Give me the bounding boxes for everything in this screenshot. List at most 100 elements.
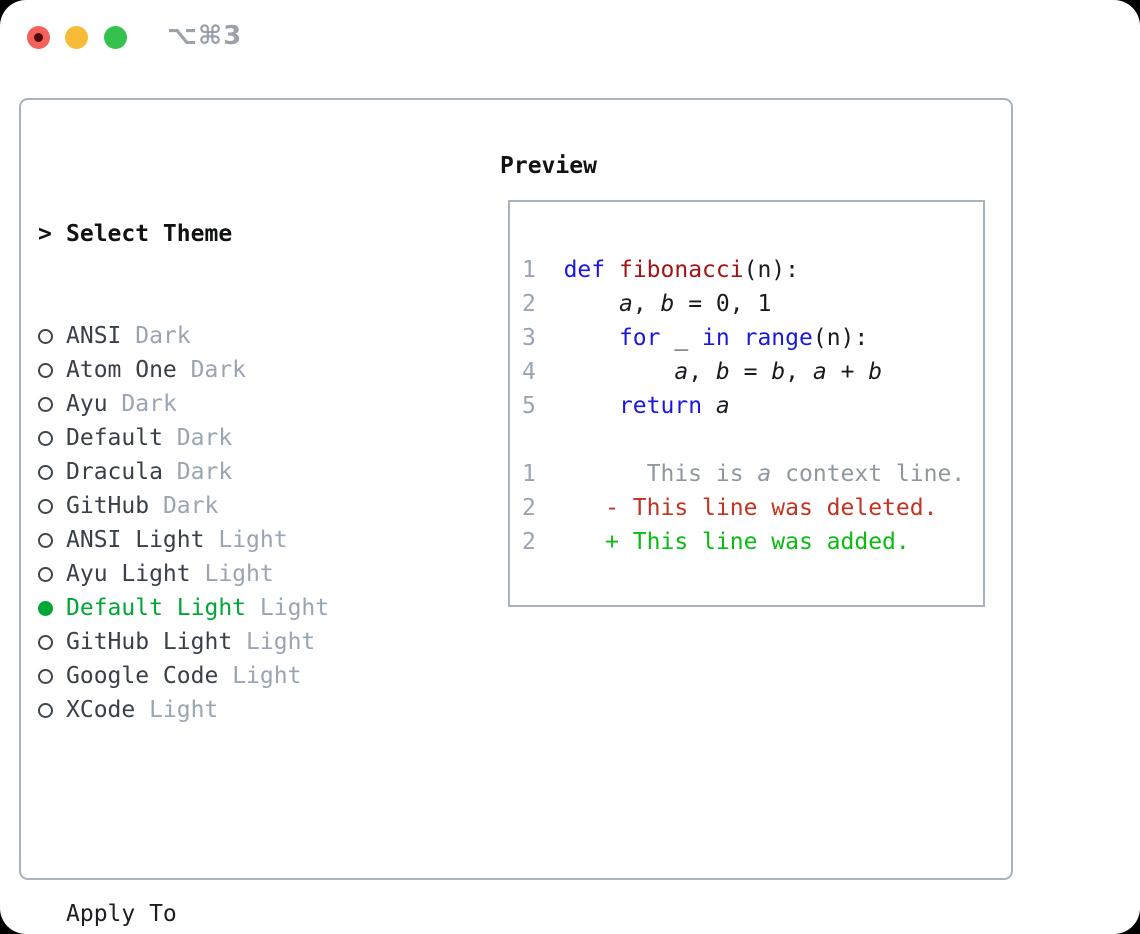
theme-option-google-code[interactable]: Google Code Light: [38, 659, 426, 693]
code-segment-plain: [702, 393, 716, 419]
code-segment-added: + This line was added.: [535, 529, 910, 555]
theme-option-ayu-light[interactable]: Ayu Light Light: [38, 557, 426, 591]
theme-option-github-light[interactable]: GitHub Light Light: [38, 625, 426, 659]
code-segment-variable: b: [660, 291, 675, 317]
theme-name: ANSI: [66, 323, 122, 349]
code-segment-plain: (n):: [812, 325, 869, 351]
code-segment-context-var: a: [757, 461, 772, 487]
code-segment-variable: a: [715, 393, 730, 419]
theme-variant-badge: Dark: [190, 357, 247, 383]
code-segment-plain: [536, 393, 619, 419]
code-segment-plain: ,: [785, 359, 813, 385]
radio-slot: [38, 489, 66, 523]
radio-icon: [38, 703, 53, 718]
theme-option-github[interactable]: GitHub Dark: [38, 489, 426, 523]
code-segment-keyword: def: [563, 257, 606, 283]
theme-name: ANSI Light: [66, 527, 205, 553]
code-segment-lineno: 3: [522, 325, 536, 351]
theme-option-ansi-light[interactable]: ANSI Light Light: [38, 523, 426, 557]
radio-icon: [38, 533, 53, 548]
theme-name: Atom One: [66, 357, 177, 383]
theme-option-atom-one[interactable]: Atom One Dark: [38, 353, 426, 387]
code-segment-keyword: return: [618, 393, 703, 419]
radio-slot: [38, 591, 66, 625]
radio-icon: [38, 499, 53, 514]
code-segment-keyword: in: [702, 325, 730, 351]
theme-name: Default: [66, 425, 163, 451]
theme-option-ayu[interactable]: Ayu Dark: [38, 387, 426, 421]
apply-to-header: Apply To: [38, 897, 426, 931]
theme-variant-badge: Dark: [176, 459, 233, 485]
radio-icon: [38, 431, 53, 446]
code-line: 2 a, b = 0, 1: [522, 287, 983, 321]
theme-variant-badge: Light: [232, 663, 302, 689]
theme-name: Ayu Light: [66, 561, 191, 587]
code-segment-variable: b: [868, 359, 883, 385]
theme-variant-badge: Light: [246, 629, 316, 655]
code-line: 1 def fibonacci(n):: [522, 253, 983, 287]
zoom-button[interactable]: [104, 26, 127, 49]
theme-option-default[interactable]: Default Dark: [38, 421, 426, 455]
code-segment-context: This is: [535, 461, 758, 487]
theme-option-xcode[interactable]: XCode Light: [38, 693, 426, 727]
theme-variant-badge: Light: [259, 595, 330, 621]
theme-option-dracula[interactable]: Dracula Dark: [38, 455, 426, 489]
code-segment-plain: [605, 257, 619, 283]
theme-name: Ayu: [66, 391, 108, 417]
spacer-row: [38, 795, 426, 829]
code-segment-plain: _: [660, 325, 703, 351]
code-line: [522, 423, 983, 457]
code-segment-plain: +: [826, 359, 869, 385]
theme-name: XCode: [66, 697, 136, 723]
theme-menu-header: >Select Theme: [38, 217, 426, 251]
theme-variant-badge: Dark: [176, 425, 233, 451]
code-segment-plain: [536, 291, 619, 317]
code-segment-keyword: for: [618, 325, 661, 351]
theme-name: GitHub: [66, 493, 150, 519]
code-line: 5 return a: [522, 389, 983, 423]
code-segment-lineno: 5: [522, 393, 536, 419]
code-segment-variable: a: [674, 359, 689, 385]
code-segment-keyword: range: [743, 325, 813, 351]
theme-option-default-light[interactable]: Default Light Light: [38, 591, 426, 625]
radio-slot: [38, 319, 66, 353]
radio-slot: [38, 625, 66, 659]
preview-header: Preview: [500, 149, 597, 183]
unsaved-indicator-dot: [34, 33, 43, 42]
theme-variant-badge: Light: [204, 561, 274, 587]
theme-variant-badge: Dark: [121, 391, 177, 417]
code-line: 2 + This line was added.: [522, 525, 983, 559]
code-segment-plain: [536, 257, 564, 283]
code-segment-plain: ,: [688, 359, 716, 385]
code-segment-variable: a: [618, 291, 633, 317]
theme-variant-badge: Dark: [162, 493, 219, 519]
radio-icon: [38, 363, 53, 378]
theme-name: Dracula: [66, 459, 163, 485]
code-segment-function: fibonacci: [618, 257, 744, 283]
code-segment-lineno: 2: [522, 291, 536, 317]
minimize-button[interactable]: [65, 26, 88, 49]
code-segment-variable: b: [771, 359, 786, 385]
theme-variant-badge: Light: [149, 697, 219, 723]
radio-icon: [38, 397, 53, 412]
radio-slot: [38, 523, 66, 557]
code-segment-context: context line.: [771, 461, 966, 487]
theme-variant-badge: Light: [218, 527, 288, 553]
code-segment-plain: =: [729, 359, 772, 385]
code-segment-lineno: 2: [522, 495, 536, 521]
cursor-indicator: >: [38, 221, 52, 247]
code-line: 3 for _ in range(n):: [522, 321, 983, 355]
code-segment-variable: b: [715, 359, 730, 385]
apply-to-title: Apply To: [66, 901, 177, 927]
code-line: 2 - This line was deleted.: [522, 491, 983, 525]
code-segment-lineno: 1: [522, 461, 536, 487]
theme-name: Google Code: [66, 663, 219, 689]
close-button[interactable]: [27, 26, 50, 49]
radio-icon: [38, 465, 53, 480]
radio-icon: [38, 329, 53, 344]
theme-option-ansi[interactable]: ANSI Dark: [38, 319, 426, 353]
